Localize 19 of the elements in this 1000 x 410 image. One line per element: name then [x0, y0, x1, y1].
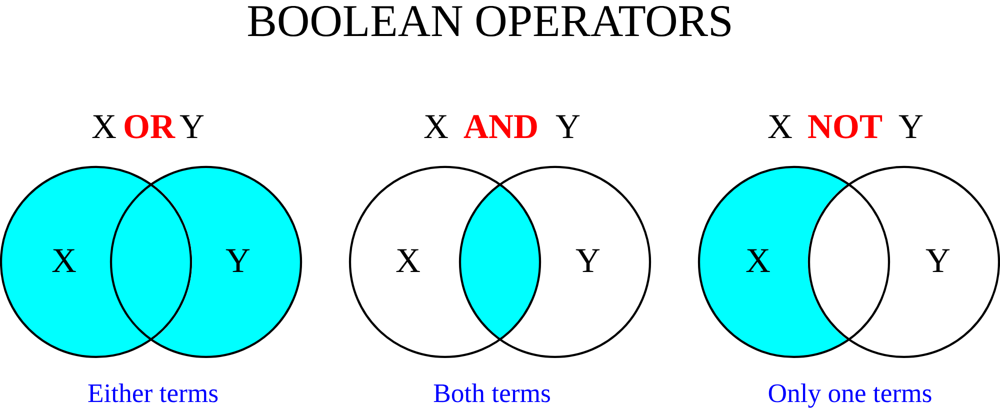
operator-word: AND [464, 115, 537, 138]
title: BOOLEAN OPERATORS [248, 6, 730, 36]
operator-word: NOT [808, 115, 882, 138]
term-letter: Y [556, 115, 580, 138]
caption: Only one terms [768, 383, 932, 408]
set-letter: Y [576, 249, 600, 272]
operator-word: OR [124, 115, 176, 138]
term-letter: X [92, 115, 116, 138]
set-letter: Y [226, 249, 250, 272]
set-letter: X [746, 249, 770, 272]
set-letter: X [396, 249, 420, 272]
set-letter: X [52, 249, 76, 272]
set-letter: Y [926, 249, 950, 272]
term-letter: Y [180, 115, 204, 138]
term-letter: X [424, 115, 448, 138]
caption: Both terms [434, 383, 550, 402]
caption: Either terms [88, 383, 218, 402]
term-letter: X [768, 115, 792, 138]
term-letter: Y [898, 115, 923, 138]
